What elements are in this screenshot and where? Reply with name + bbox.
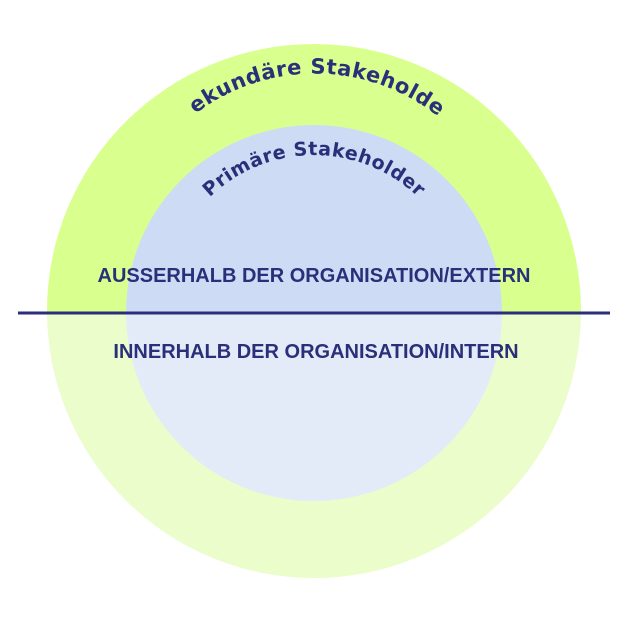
lower-zone-label: INNERHALB DER ORGANISATION/INTERN [113,341,518,363]
upper-zone-label: AUSSERHALB DER ORGANISATION/EXTERN [98,265,531,287]
inner-circle-top-half [126,125,502,313]
inner-circle [126,125,502,501]
inner-circle-bottom-half [126,313,502,501]
